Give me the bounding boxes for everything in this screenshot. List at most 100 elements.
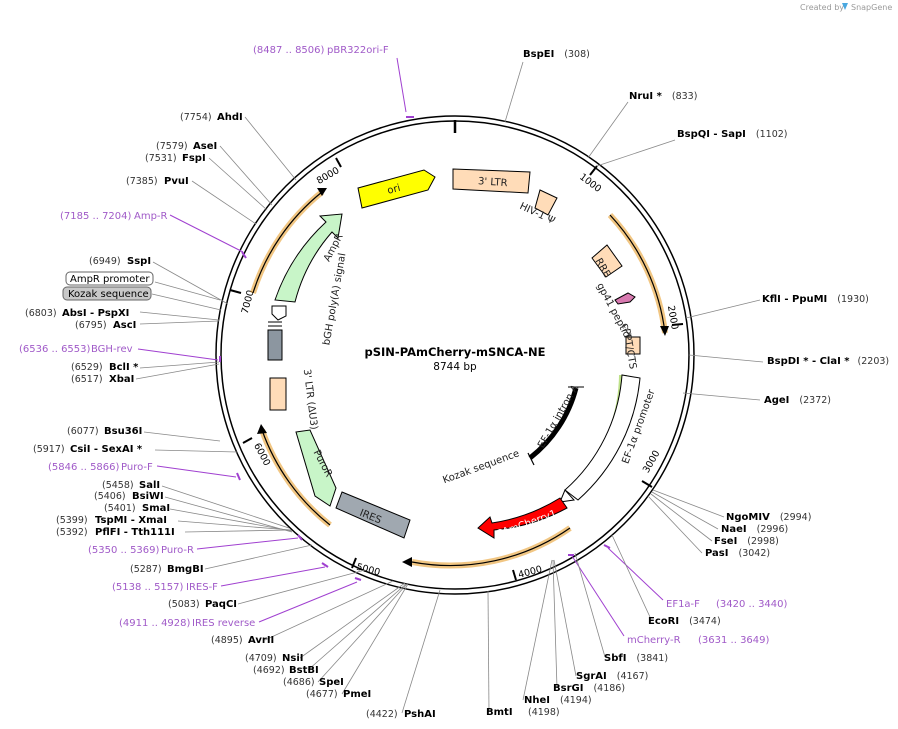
svg-text:XbaI: XbaI (109, 374, 134, 385)
svg-text:(5917): (5917) (33, 444, 65, 455)
svg-text:SalI: SalI (139, 480, 160, 491)
svg-text:(4709): (4709) (245, 653, 277, 664)
svg-text:SbfI(3841): SbfI(3841) (604, 653, 668, 664)
svg-text:(4198): (4198) (528, 707, 560, 718)
snapgene-logo-icon (842, 3, 848, 10)
ltr3-feature[interactable]: 3' LTR (ΔU3) (269, 368, 319, 431)
ampr-promoter-feature[interactable] (271, 305, 287, 321)
svg-text:(4692): (4692) (253, 665, 285, 676)
tick-5000: 5000 (355, 562, 381, 579)
primer-pbr322ori-f[interactable]: (8487 .. 8506) pBR322ori-F (253, 45, 414, 118)
svg-text:SpeI: SpeI (319, 677, 344, 688)
svg-text:(4677): (4677) (306, 689, 338, 700)
backbone-outer-circle (215, 115, 695, 595)
tick-2000: 2000 (665, 305, 680, 331)
svg-text:(7754): (7754) (180, 112, 212, 123)
primer-puro-r[interactable]: (5350 .. 5369) Puro-R (88, 534, 303, 556)
svg-text:SgrAI(4167): SgrAI(4167) (576, 671, 648, 682)
intron-feature[interactable]: EF-1α intron A (528, 383, 584, 460)
credit-prefix: Created by (800, 3, 844, 12)
svg-text:(4422): (4422) (366, 709, 398, 720)
svg-text:Kozak sequence: Kozak sequence (68, 289, 149, 300)
pamcherry-feature[interactable]: PAmCherry1 (477, 497, 568, 540)
primer-puro-f[interactable]: (5846 .. 5866) Puro-F (48, 462, 241, 481)
svg-text:(5458): (5458) (102, 480, 134, 491)
svg-text:(5406): (5406) (94, 491, 126, 502)
svg-text:FspI: FspI (182, 153, 206, 164)
kozak-label: Kozak sequence (441, 448, 521, 486)
svg-text:NruI *(833): NruI *(833) (629, 91, 697, 102)
site-leader-lines (135, 61, 764, 714)
svg-text:PflFI - Tth111I: PflFI - Tth111I (95, 527, 175, 538)
svg-text:SspI: SspI (127, 256, 151, 267)
svg-text:BclI *: BclI * (109, 362, 139, 373)
svg-text:PasI(3042): PasI(3042) (705, 548, 770, 559)
svg-text:AmpR promoter: AmpR promoter (70, 274, 150, 285)
svg-text:AhdI: AhdI (217, 112, 243, 123)
svg-text:AseI: AseI (193, 141, 217, 152)
ori-feature[interactable]: ori (357, 169, 436, 209)
primer-ef1a-f[interactable]: EF1a-F (3420 .. 3440) (603, 544, 788, 610)
svg-text:(6949): (6949) (89, 256, 121, 267)
ampr-promoter-box[interactable]: AmpR promoter (65, 271, 154, 286)
svg-text:BspEI(308): BspEI(308) (523, 49, 590, 60)
orf-arcs (250, 188, 669, 569)
svg-text:BspDI * - ClaI *(2203): BspDI * - ClaI *(2203) (767, 356, 889, 367)
svg-text:NgoMIV(2994): NgoMIV(2994) (726, 512, 811, 523)
svg-text:Puro-F: Puro-F (121, 462, 153, 473)
svg-text:BsiWI: BsiWI (132, 491, 164, 502)
svg-text:(3420 .. 3440): (3420 .. 3440) (716, 599, 788, 610)
svg-text:KflI - PpuMI(1930): KflI - PpuMI(1930) (762, 294, 869, 305)
svg-text:NaeI(2996): NaeI(2996) (721, 524, 788, 535)
plasmid-name: pSIN-PAmCherry-mSNCA-NE (365, 345, 546, 359)
svg-text:Amp-R: Amp-R (134, 211, 168, 222)
svg-text:PshAI: PshAI (404, 709, 436, 720)
svg-text:AgeI(2372): AgeI(2372) (764, 395, 831, 406)
svg-text:(6803): (6803) (25, 308, 57, 319)
svg-text:Puro-R: Puro-R (161, 545, 194, 556)
svg-text:CsiI - SexAI *: CsiI - SexAI * (70, 444, 143, 455)
kozak-sequence-box[interactable]: Kozak sequence (62, 286, 152, 301)
svg-text:mCherry-R: mCherry-R (627, 635, 681, 646)
primer-bgh-rev[interactable]: (6536 .. 6553) BGH-rev (19, 344, 221, 362)
tick-3000: 3000 (641, 449, 663, 475)
primer-ires-f[interactable]: (5138 .. 5157) IRES-F (112, 562, 329, 593)
svg-text:BmgBI: BmgBI (167, 564, 204, 575)
svg-text:TspMI - XmaI: TspMI - XmaI (95, 515, 167, 526)
svg-text:PmeI: PmeI (343, 689, 371, 700)
svg-text:BstBI: BstBI (289, 665, 319, 676)
hiv-psi-feature[interactable]: HIV-1 Ψ (518, 189, 558, 227)
cppt-feature[interactable]: cPPT/CTS (619, 322, 641, 370)
rre-feature[interactable]: RRE (591, 244, 623, 279)
primer-amp-r[interactable]: (7185 .. 7204) Amp-R (60, 211, 247, 259)
svg-text:(3631 .. 3649): (3631 .. 3649) (698, 635, 770, 646)
svg-text:(8487 .. 8506): (8487 .. 8506) (253, 45, 325, 56)
svg-text:(6795): (6795) (75, 320, 107, 331)
svg-text:(7531): (7531) (145, 153, 177, 164)
svg-text:(5083): (5083) (168, 599, 200, 610)
credit-brand: SnapGene (851, 3, 892, 12)
svg-text:(6077): (6077) (67, 426, 99, 437)
svg-text:PvuI: PvuI (164, 176, 189, 187)
svg-text:(5399): (5399) (56, 515, 88, 526)
svg-text:BGH-rev: BGH-rev (91, 344, 133, 355)
primer-mcherry-r[interactable]: mCherry-R (3631 .. 3649) (568, 554, 770, 646)
svg-text:(4911 .. 4928): (4911 .. 4928) (119, 618, 191, 629)
svg-text:(5350 .. 5369): (5350 .. 5369) (88, 545, 160, 556)
bgh-label: bGH poly(A) signal (321, 252, 348, 346)
ltr5-feature[interactable]: 3' LTR (452, 168, 531, 194)
svg-text:EcoRI(3474): EcoRI(3474) (648, 616, 721, 627)
intron-label: EF-1α intron A (536, 383, 581, 450)
svg-text:(6536 .. 6553): (6536 .. 6553) (19, 344, 91, 355)
svg-text:(6517): (6517) (71, 374, 103, 385)
svg-text:(5846 .. 5866): (5846 .. 5866) (48, 462, 120, 473)
plasmid-length: 8744 bp (433, 361, 477, 373)
ires-feature[interactable]: IRES (335, 491, 411, 539)
svg-text:(7185 .. 7204): (7185 .. 7204) (60, 211, 132, 222)
ltr5-label: 3' LTR (478, 176, 508, 189)
primer-ires-reverse[interactable]: (4911 .. 4928) IRES reverse (119, 577, 362, 629)
svg-text:PaqCI: PaqCI (205, 599, 237, 610)
svg-text:(4895): (4895) (211, 635, 243, 646)
svg-text:(5392): (5392) (56, 527, 88, 538)
svg-text:EF1a-F: EF1a-F (666, 599, 700, 610)
